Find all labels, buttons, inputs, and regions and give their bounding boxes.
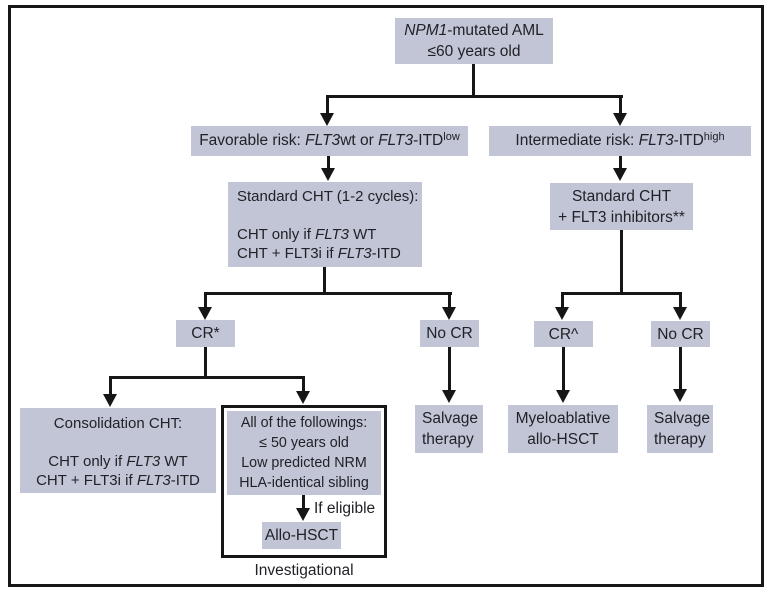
connector-induction-left-stem [323,267,326,295]
gene-flt3: FLT3 [378,131,414,149]
eligibility-line2: ≤ 50 years old [259,435,349,451]
arrow-to-cr-right [555,307,569,320]
node-intermediate-risk-label: Intermediate risk: FLT3-ITDhigh [515,130,725,149]
arrow-to-standard-cht-right [613,168,627,181]
connector-eligibility-stem [302,495,305,508]
node-salvage-therapy-left: Salvage therapy [415,405,483,453]
connector-favorable-stem [327,156,330,168]
connector-cr-left-split [109,376,305,379]
node-favorable-risk: Favorable risk: FLT3wt or FLT3-ITDlow [191,126,468,156]
induction-title: Standard CHT (1-2 cycles): [237,188,419,205]
investigational-caption: Investigational [254,562,354,579]
eligibility-line1: All of the followings: [240,415,368,431]
connector-no-cr-right-stem [679,347,682,389]
node-root: NPM1-mutated AML ≤60 years old [395,18,553,64]
induction-rule-1: CHT only if FLT3 WT [237,226,377,243]
node-intermediate-risk: Intermediate risk: FLT3-ITDhigh [489,126,751,156]
gene-flt3: FLT3 [136,472,171,489]
gene-npm1: NPM1 [404,22,448,39]
node-standard-cht-flt3i-line2: + FLT3 inhibitors** [558,208,685,226]
consolidation-rule-1: CHT only if FLT3 WT [48,453,188,470]
induction-rule-2: CHT + FLT3i if FLT3-ITD [237,245,401,262]
node-consolidation: Consolidation CHT: CHT only if FLT3 WT C… [20,408,216,493]
arrow-to-allo-hsct [296,508,310,521]
consolidation-rule-2: CHT + FLT3i if FLT3-ITD [36,472,200,489]
connector-investigational-drop [302,376,305,391]
node-myeloablative-allo-hsct: Myeloablative allo-HSCT [508,405,618,453]
spacer [237,206,241,225]
gene-flt3: FLT3 [305,131,341,149]
connector-consolidation-drop [109,376,112,394]
superscript-high: high [703,130,725,143]
node-standard-cht-left: Standard CHT (1-2 cycles): CHT only if F… [228,182,422,267]
arrow-to-investigational [296,391,310,404]
connector-right-branch [561,292,682,295]
arrow-to-cr-left [198,307,212,320]
node-allo-hsct: Allo-HSCT [262,522,341,549]
node-cr-right: CR^ [534,321,593,347]
connector-cr-right-drop [561,292,564,307]
node-standard-cht-flt3i-line1: Standard CHT [571,187,672,205]
connector-no-cr-right-drop [679,292,682,307]
arrow-to-intermediate [613,113,627,126]
connector-cr-right-stem [562,347,565,390]
connector-root-stem [472,64,475,98]
arrow-to-no-cr-left [442,307,456,320]
if-eligible-label: If eligible [314,500,376,517]
node-no-cr-left: No CR [420,320,479,347]
node-cr-left: CR* [176,320,235,347]
connector-no-cr-left-stem [448,347,451,390]
connector-top-branch [326,95,623,98]
node-root-line1: NPM1-mutated AML [404,22,544,39]
node-eligibility-criteria: All of the followings: ≤ 50 years old Lo… [227,411,381,495]
eligibility-line3: Low predicted NRM [241,455,367,471]
superscript-low: low [443,130,460,143]
connector-intermediate-stem [619,156,622,168]
spacer [116,433,120,452]
connector-induction-right-stem [620,230,623,295]
arrow-to-standard-cht-left [321,168,335,181]
connector-left-branch [204,292,452,295]
gene-flt3: FLT3 [638,131,674,149]
arrow-to-consolidation [103,394,117,407]
connector-favorable-drop [326,95,329,113]
node-favorable-risk-label: Favorable risk: FLT3wt or FLT3-ITDlow [199,130,460,149]
connector-cr-left-stem [204,347,207,379]
connector-cr-left-drop [204,292,207,307]
node-salvage-therapy-right: Salvage therapy [647,405,713,453]
node-standard-cht-flt3i: Standard CHT + FLT3 inhibitors** [550,183,693,230]
consolidation-title: Consolidation CHT: [53,415,183,432]
node-root-line2: ≤60 years old [427,43,521,60]
arrow-to-myeloablative [556,390,570,403]
gene-flt3: FLT3 [126,453,161,470]
eligibility-line4: HLA-identical sibling [239,475,369,491]
node-no-cr-right: No CR [651,321,710,347]
gene-flt3: FLT3 [315,226,349,243]
arrow-to-salvage-right [673,389,687,402]
arrow-to-no-cr-right [673,307,687,320]
gene-flt3: FLT3 [337,245,372,262]
arrow-to-salvage-left [442,390,456,403]
connector-no-cr-left-drop [448,292,451,307]
arrow-to-favorable [320,113,334,126]
connector-intermediate-drop [619,95,622,113]
